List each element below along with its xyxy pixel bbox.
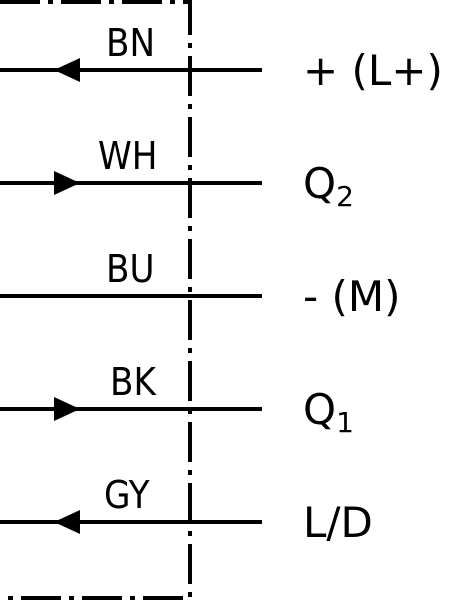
wire-row-1: WH Q2 <box>0 134 354 213</box>
wire-code-label: GY <box>104 473 150 517</box>
arrow-left-icon <box>54 510 80 534</box>
wire-row-0: BN + (L+) <box>0 21 443 95</box>
terminal-label: Q1 <box>303 385 354 439</box>
wire-row-2: BU - (M) <box>0 247 401 321</box>
terminal-label: L/D <box>303 498 373 547</box>
wire-code-label: BU <box>106 247 154 291</box>
arrow-left-icon <box>54 58 80 82</box>
terminal-label: + (L+) <box>303 46 443 95</box>
wire-code-label: BK <box>110 360 157 404</box>
arrow-right-icon <box>54 171 80 195</box>
housing-boundary <box>0 0 192 600</box>
wire-row-3: BK Q1 <box>0 360 354 439</box>
terminal-label: Q2 <box>303 159 354 213</box>
wire-row-4: GY L/D <box>0 473 373 547</box>
wire-code-label: BN <box>106 21 155 65</box>
terminal-label: - (M) <box>303 272 401 321</box>
wire-code-label: WH <box>98 134 158 178</box>
arrow-right-icon <box>54 397 80 421</box>
